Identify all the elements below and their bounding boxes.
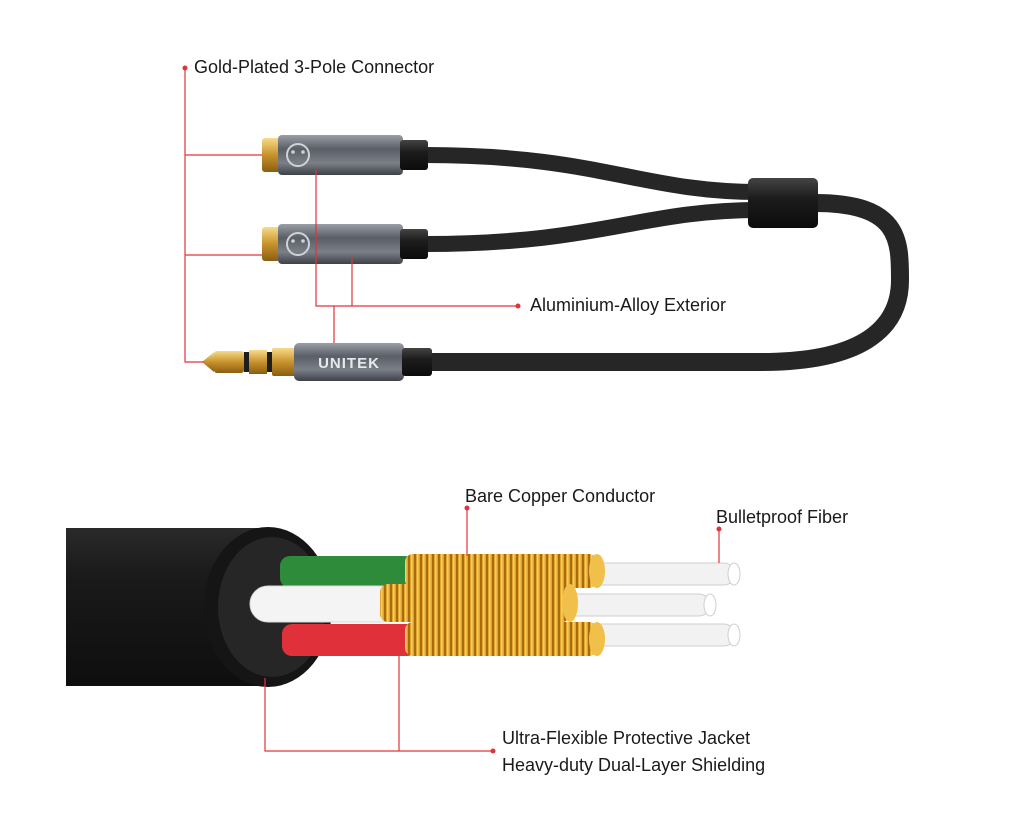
splitter-cable: UNITEK	[202, 135, 910, 381]
wire-white	[249, 584, 578, 623]
wire-green	[280, 554, 605, 588]
headphone-icon	[286, 143, 310, 167]
label-bulletproof-fiber: Bulletproof Fiber	[716, 507, 849, 527]
label-aluminium-exterior: Aluminium-Alloy Exterior	[530, 295, 727, 315]
male-plug: UNITEK	[202, 343, 432, 381]
brand-logo: UNITEK	[318, 355, 380, 372]
wire-red	[282, 622, 605, 656]
label-copper-conductor: Bare Copper Conductor	[465, 486, 656, 506]
microphone-icon	[286, 232, 310, 256]
leader-lines-bottom	[264, 505, 722, 754]
label-gold-plated-connector: Gold-Plated 3-Pole Connector	[194, 57, 435, 77]
female-jack-lower	[262, 224, 428, 264]
label-protective-jacket: Ultra-Flexible Protective Jacket	[502, 728, 751, 748]
cable-main-loop	[416, 194, 910, 371]
label-dual-layer-shielding: Heavy-duty Dual-Layer Shielding	[502, 755, 766, 775]
female-jack-upper	[262, 135, 428, 175]
cable-upper-branch	[417, 147, 768, 200]
splitter-block	[748, 178, 818, 228]
cable-lower-branch	[417, 202, 768, 252]
cable-cross-section	[66, 527, 741, 687]
leader-lines-top	[182, 65, 521, 363]
